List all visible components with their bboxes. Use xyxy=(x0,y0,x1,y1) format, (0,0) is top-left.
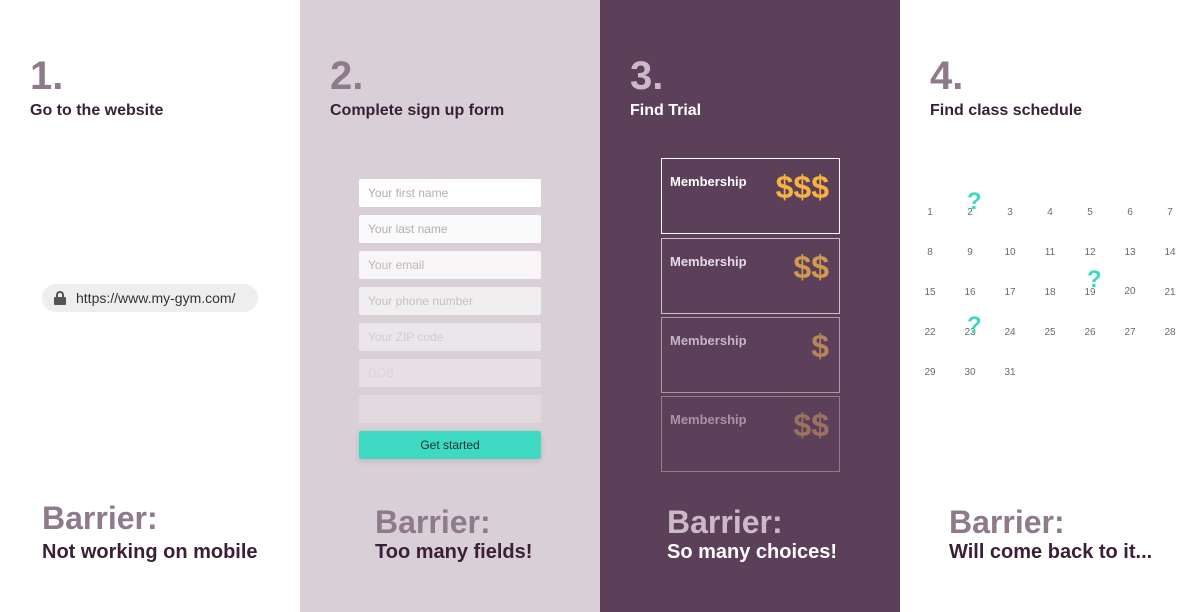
membership-label: Membership xyxy=(670,412,747,427)
step-title: Complete sign up form xyxy=(330,102,505,119)
membership-price: $$ xyxy=(793,407,829,443)
calendar-day[interactable]: 7 xyxy=(1167,207,1173,218)
calendar-day[interactable]: 24 xyxy=(1004,327,1016,338)
calendar-day[interactable]: 31 xyxy=(1004,367,1016,378)
form-field[interactable]: Your ZIP code xyxy=(359,323,541,351)
step-number: 3. xyxy=(630,54,664,98)
barrier-heading: Barrier: xyxy=(375,504,491,540)
membership-label: Membership xyxy=(670,254,747,269)
barrier-text: Not working on mobile xyxy=(42,541,258,563)
calendar-day[interactable]: 12 xyxy=(1084,247,1096,258)
calendar-day[interactable]: 10 xyxy=(1004,247,1016,258)
membership-label: Membership xyxy=(670,333,747,348)
membership-price: $$ xyxy=(793,249,829,285)
form-field[interactable]: Your last name xyxy=(359,215,541,243)
calendar-day[interactable]: 25 xyxy=(1044,327,1056,338)
barrier-text: Will come back to it... xyxy=(949,541,1153,563)
calendar-day[interactable]: 30 xyxy=(964,367,976,378)
calendar-day[interactable]: 13 xyxy=(1124,247,1136,258)
calendar-day[interactable]: 6 xyxy=(1127,207,1133,218)
barrier-heading: Barrier: xyxy=(42,500,158,536)
form-field[interactable]: Your email xyxy=(359,251,541,279)
calendar-day[interactable]: 14 xyxy=(1164,247,1176,258)
calendar-day[interactable]: 20 xyxy=(1124,286,1136,297)
calendar-day[interactable]: 16 xyxy=(964,287,976,298)
barrier-text: Too many fields! xyxy=(375,541,533,563)
calendar-day[interactable]: 18 xyxy=(1044,287,1056,298)
step-panel-1: 1. Go to the website https://www.my-gym.… xyxy=(0,0,300,612)
barrier-heading: Barrier: xyxy=(949,504,1065,540)
calendar-day[interactable]: 1 xyxy=(927,207,933,218)
step-title: Go to the website xyxy=(30,102,164,119)
membership-label: Membership xyxy=(670,174,747,189)
calendar-day[interactable]: 28 xyxy=(1164,327,1176,338)
calendar-day[interactable]: 3 xyxy=(1007,207,1013,218)
form-field[interactable]: Your phone number xyxy=(359,287,541,315)
membership-price: $ xyxy=(811,328,829,364)
calendar-day[interactable]: 11 xyxy=(1044,247,1056,258)
barrier-text: So many choices! xyxy=(667,541,838,563)
step-panel-2: 2. Complete sign up form Your first name… xyxy=(300,0,600,612)
question-mark-icon: ? xyxy=(1087,266,1102,293)
membership-card[interactable]: Membership $$$ xyxy=(661,158,840,234)
step-title: Find class schedule xyxy=(930,102,1083,119)
membership-price: $$$ xyxy=(775,169,829,205)
calendar-day[interactable]: 22 xyxy=(924,327,936,338)
calendar-day[interactable]: 5 xyxy=(1087,207,1093,218)
membership-card[interactable]: Membership $ xyxy=(661,317,840,393)
step-title: Find Trial xyxy=(630,102,702,119)
barrier-heading: Barrier: xyxy=(667,504,783,540)
lock-icon xyxy=(54,291,66,305)
step-number: 1. xyxy=(30,54,64,98)
calendar-day[interactable]: 2 xyxy=(967,207,973,218)
form-field[interactable]: Your first name xyxy=(359,179,541,207)
calendar-day[interactable]: 19 xyxy=(1084,287,1096,298)
question-mark-icon: ? xyxy=(967,188,982,215)
membership-card[interactable]: Membership $$ xyxy=(661,396,840,472)
step-number: 4. xyxy=(930,54,964,98)
url-text: https://www.my-gym.com/ xyxy=(76,290,236,306)
address-bar[interactable]: https://www.my-gym.com/ xyxy=(42,284,258,312)
membership-card[interactable]: Membership $$ xyxy=(661,238,840,314)
calendar-day[interactable]: 26 xyxy=(1084,327,1096,338)
calendar-day[interactable]: 23 xyxy=(964,327,976,338)
calendar-day[interactable]: 15 xyxy=(924,287,936,298)
form-field[interactable]: DOB xyxy=(359,359,541,387)
calendar-day[interactable]: 17 xyxy=(1004,287,1016,298)
calendar-day[interactable]: 9 xyxy=(967,247,973,258)
question-mark-icon: ? xyxy=(967,312,982,339)
calendar-day[interactable]: 8 xyxy=(927,247,933,258)
form-field[interactable]: Referral xyxy=(359,395,541,423)
step-number: 2. xyxy=(330,54,364,98)
calendar-day[interactable]: 27 xyxy=(1124,327,1136,338)
calendar-day[interactable]: 21 xyxy=(1164,287,1176,298)
calendar-day[interactable]: 29 xyxy=(924,367,936,378)
calendar-day[interactable]: 4 xyxy=(1047,207,1053,218)
get-started-button[interactable]: Get started xyxy=(359,431,541,459)
step-panel-3: 3. Find Trial Membership$$$Membership$$M… xyxy=(600,0,900,612)
